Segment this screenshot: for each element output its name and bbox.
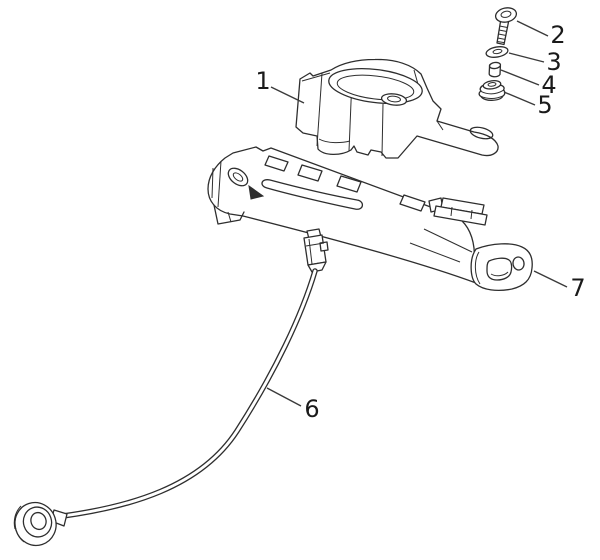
boss-opening [486,257,513,281]
screw-head [494,7,518,23]
callout-label-5: 5 [537,91,552,119]
part-washer [485,46,509,58]
leader-line-2 [516,20,549,37]
part-grommet [478,80,506,101]
callout-1: 1 [255,67,305,104]
housing-boss-hole [387,95,401,103]
part-cable-sensor [13,228,329,547]
bracket-long-slot [261,179,364,210]
housing-arm-hole [469,126,494,140]
part-support-bracket [207,146,533,291]
grommet-hole [487,82,497,87]
callout-label-2: 2 [550,21,565,49]
leader-line-4 [500,69,540,86]
housing-top-edge-line [301,72,331,82]
ring-depth-arc [14,513,25,543]
callout-label-6: 6 [304,395,319,423]
washer-hole [492,48,503,55]
housing-arm-edge-line [436,120,444,131]
screw-head-recess [500,10,512,18]
callout-5: 5 [503,91,553,119]
ring-mid [22,506,53,538]
callout-2: 2 [516,20,566,49]
cable-wire-core [61,269,317,518]
grommet-rib-2 [480,95,504,100]
leader-line-3 [508,52,545,63]
callout-label-3: 3 [546,48,561,76]
callout-7: 7 [533,270,586,302]
spacer-top [488,61,502,70]
housing-bezel-inner [336,74,415,101]
callout-6: 6 [266,387,320,423]
bracket-cutouts [261,155,426,212]
callout-label-4: 4 [541,71,556,99]
leader-line-6 [266,387,302,407]
callout-3: 3 [508,48,562,76]
bracket-shading-lines [409,228,473,263]
part-housing [295,58,499,159]
leader-line-7 [533,270,568,288]
housing-foot-line [318,138,351,144]
part-spacer [488,61,502,78]
cable-connector [303,228,329,273]
cable-ring-sensor [13,501,68,547]
washer-outer [485,46,509,58]
bracket-dark-wedge [248,184,265,200]
ring-hole [30,511,47,531]
callout-4: 4 [500,69,557,99]
grommet-top [482,80,502,90]
grommet-rib-1 [480,89,504,95]
bracket-left-horn [211,160,265,225]
callouts: 1 2 3 4 5 6 7 [255,20,586,423]
ring-outer [14,501,57,547]
leader-line-1 [270,86,305,104]
part-screw [494,7,518,46]
screw-shaft [496,20,510,46]
boss-round-hole [512,256,525,271]
bracket-end-boss [470,243,533,291]
callout-label-1: 1 [255,67,270,95]
screw-threads [497,25,508,44]
callout-label-7: 7 [570,274,585,302]
bracket-clamp-blocks [428,197,488,226]
leader-line-5 [503,91,536,106]
boss-depth-line [474,251,481,285]
